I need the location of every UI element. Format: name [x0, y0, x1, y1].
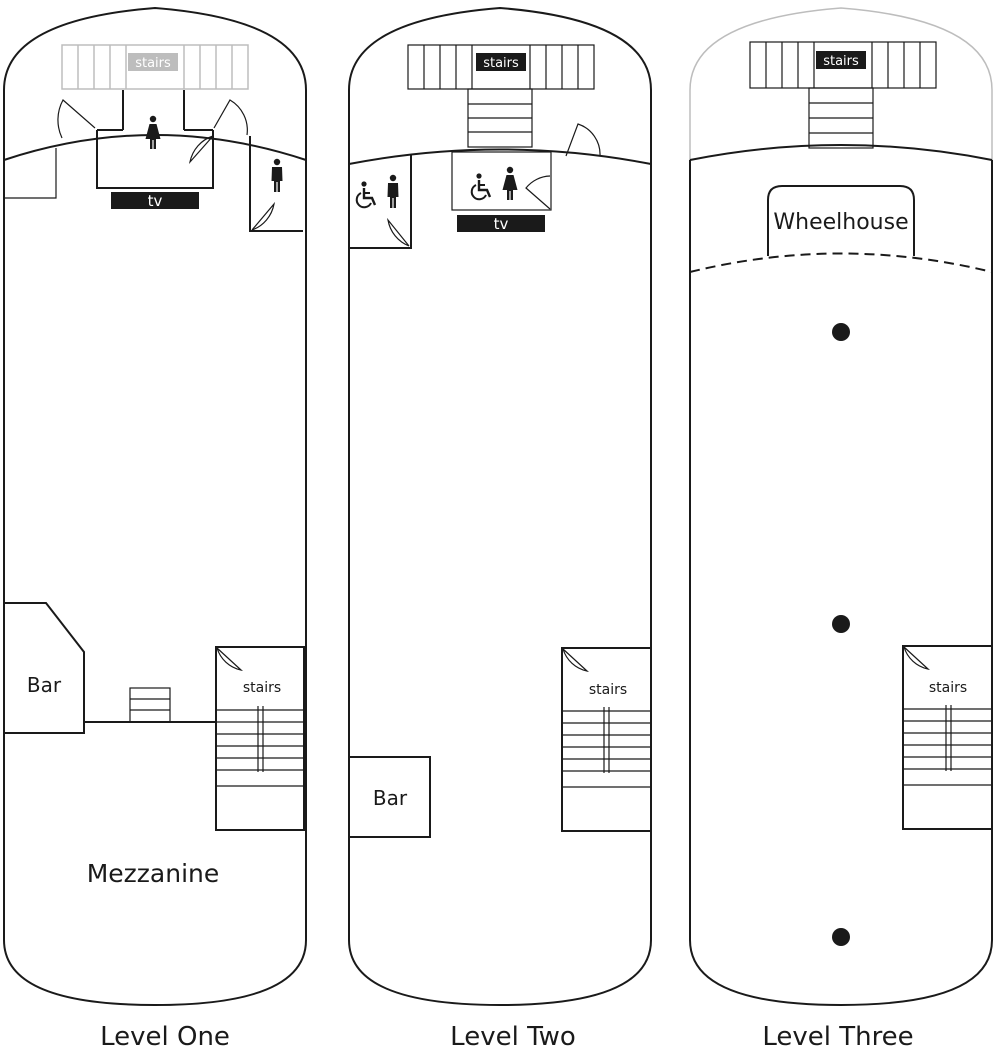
bar-label: Bar: [373, 786, 408, 810]
side-stairs: stairs: [902, 645, 993, 830]
man-icon: [387, 174, 399, 208]
level-title: Level One: [100, 1022, 230, 1049]
hull-outline: [348, 6, 652, 1007]
door-swing: [525, 175, 551, 210]
stairs-label: stairs: [135, 56, 171, 71]
side-stairs: stairs: [215, 646, 305, 831]
level-two-plan: stairs tv stairs Bar Level Two: [348, 6, 652, 1049]
stairs-label: stairs: [823, 54, 859, 69]
open-bow-outline: [689, 7, 993, 160]
door-swing: [565, 123, 601, 157]
door-swing: [387, 217, 410, 247]
accessible-restroom: [349, 155, 412, 249]
hull-outline: [689, 160, 993, 1007]
top-stairs: stairs: [407, 44, 595, 148]
wheelchair-icon: [355, 180, 377, 209]
level-title: Level Two: [450, 1022, 576, 1049]
column-marker: [832, 323, 850, 341]
wheelhouse-label: Wheelhouse: [773, 210, 908, 235]
door-swing: [57, 99, 96, 139]
mens-restroom: [249, 136, 303, 232]
stairs-label: stairs: [483, 56, 519, 71]
bar-counter: [4, 602, 85, 734]
stairs-label: stairs: [929, 680, 967, 696]
bow-bulkhead: [689, 144, 993, 161]
stairs-label: stairs: [243, 680, 281, 696]
wheelhouse: [767, 185, 915, 256]
area-label: Mezzanine: [87, 859, 220, 888]
door-swing: [3, 148, 57, 199]
bar-counter: [348, 756, 431, 838]
bar-label: Bar: [27, 673, 62, 697]
column-marker: [832, 928, 850, 946]
stairs-label: stairs: [589, 682, 627, 698]
door-swing: [188, 135, 214, 165]
top-stairs: stairs: [749, 41, 937, 149]
deck-boundary-dashed: [689, 252, 993, 273]
tv-screen: [457, 215, 545, 232]
man-icon: [271, 158, 283, 192]
woman-icon: [145, 115, 161, 149]
door-swing: [251, 201, 275, 231]
womens-restroom: [96, 90, 214, 189]
family-restroom: [451, 151, 552, 211]
tv-screen: [111, 192, 199, 209]
level-three-plan: stairs Wheelhouse stairs Level Three: [689, 7, 993, 1049]
level-title: Level Three: [762, 1022, 913, 1049]
wheelchair-icon: [470, 172, 492, 201]
level-one-plan: stairs tv Bar stairs Mezzanine Level One: [3, 6, 307, 1049]
hull-outline: [3, 6, 307, 1007]
woman-icon: [502, 166, 518, 200]
tv-label: tv: [494, 215, 509, 233]
top-stairs: stairs: [61, 44, 249, 90]
small-stairs: [129, 687, 171, 723]
tv-label: tv: [148, 192, 163, 210]
side-stairs: stairs: [561, 647, 652, 832]
door-swing: [213, 99, 248, 136]
bow-bulkhead: [348, 148, 652, 165]
column-marker: [832, 615, 850, 633]
